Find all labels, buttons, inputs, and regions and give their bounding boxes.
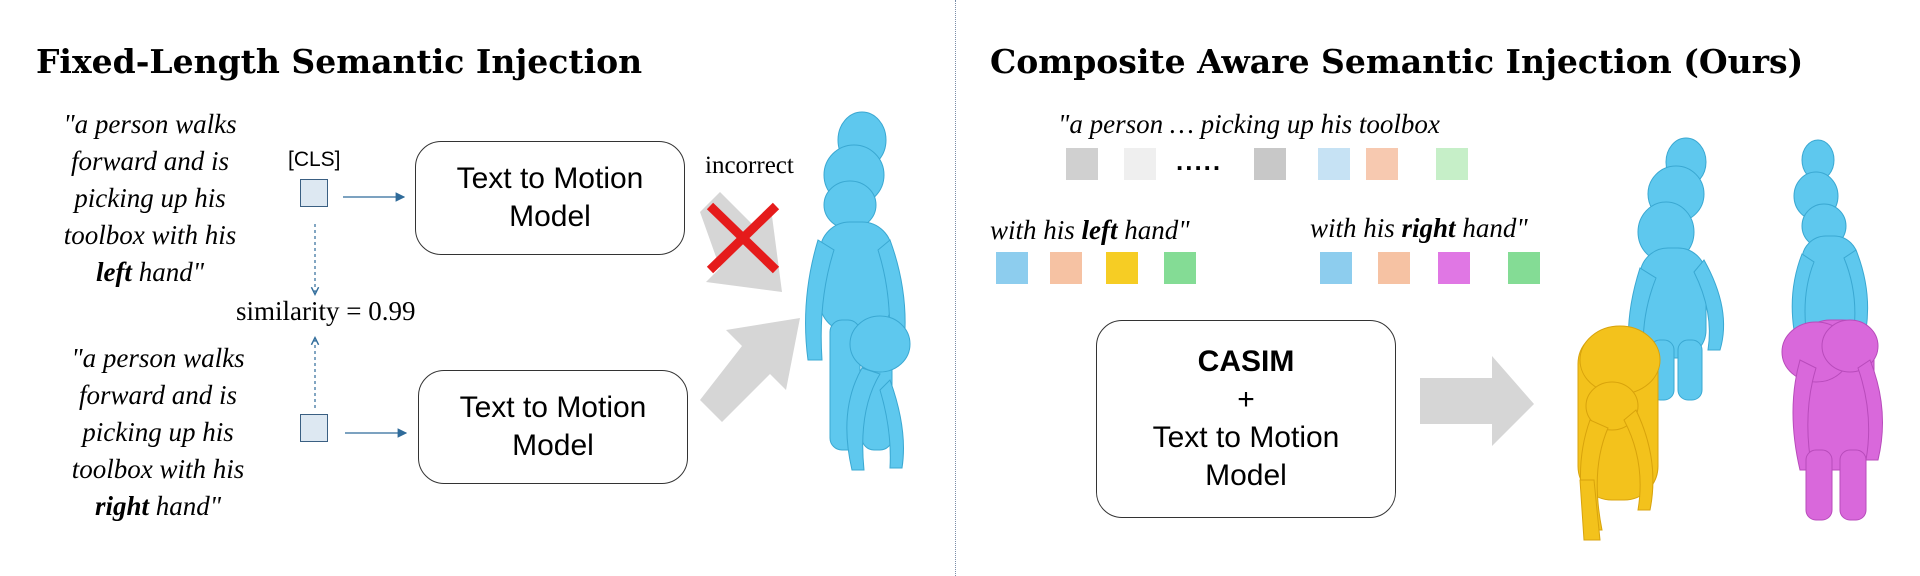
blue-motion-figure-left <box>805 111 911 471</box>
box-top-line: Model <box>509 200 591 233</box>
prompt-left-bold: left <box>1081 215 1118 245</box>
gray-arrow-right <box>1420 356 1534 446</box>
prompt-bottom-line: "a person walks <box>71 343 245 373</box>
prompt-top-bold-word: left <box>95 257 132 287</box>
prompt-bottom-last-line: right hand" <box>28 488 288 525</box>
cross-icon <box>706 202 780 274</box>
token-left <box>1050 252 1082 284</box>
panel-divider <box>955 0 956 576</box>
prompt-bottom-tail: hand" <box>148 491 222 521</box>
right-panel-title: Composite Aware Semantic Injection (Ours… <box>990 42 1804 81</box>
box-top-line: Text to Motion <box>456 162 644 195</box>
box-bottom-line: Model <box>512 429 594 462</box>
token-left <box>1164 252 1196 284</box>
prompt-top-line: "a person walks <box>63 109 237 139</box>
box-bottom-line: Text to Motion <box>459 391 647 424</box>
token-right <box>1438 252 1470 284</box>
incorrect-label: incorrect <box>705 152 794 179</box>
prompt-top-tail: hand" <box>131 257 205 287</box>
prompt-top-line: toolbox with his <box>63 220 237 250</box>
prompt-top-last-line: left hand" <box>20 254 280 291</box>
blue-motion-figure-middle <box>1627 137 1725 401</box>
prompt-right-pre: with his <box>1310 213 1402 243</box>
token-right <box>1378 252 1410 284</box>
casim-box-line: Text to Motion <box>1152 421 1340 454</box>
prompt-bottom-line: toolbox with his <box>71 454 245 484</box>
casim-box-line: Model <box>1205 459 1287 492</box>
token-right <box>1320 252 1352 284</box>
token-main <box>1318 148 1350 180</box>
token-main <box>1254 148 1286 180</box>
prompt-top-line: forward and is <box>70 146 230 176</box>
prompt-right-post: hand" <box>1455 213 1528 243</box>
token-right <box>1508 252 1540 284</box>
left-panel-title: Fixed-Length Semantic Injection <box>36 42 643 81</box>
prompt-left-post: hand" <box>1117 215 1190 245</box>
token-left <box>996 252 1028 284</box>
prompt-top: "a person walks forward and is picking u… <box>20 106 280 291</box>
ellipsis-dots: ..... <box>1176 146 1223 176</box>
left-diagram-graphics <box>0 111 911 471</box>
casim-model-box: CASIM + Text to Motion Model <box>1096 320 1396 518</box>
magenta-motion-figure <box>1781 319 1883 521</box>
prompt-left-hand: with his left hand" <box>990 212 1190 249</box>
prompt-left-pre: with his <box>990 215 1082 245</box>
right-diagram-graphics <box>1420 137 1883 541</box>
token-main <box>1436 148 1468 180</box>
prompt-right-hand: with his right hand" <box>1310 210 1528 247</box>
prompt-bottom-line: forward and is <box>78 380 238 410</box>
similarity-label: similarity = 0.99 <box>236 296 416 326</box>
token-main <box>1366 148 1398 180</box>
cls-token-top <box>300 179 328 207</box>
prompt-top-line: picking up his <box>74 183 226 213</box>
blue-motion-figure-right <box>1791 139 1869 337</box>
cls-label: [CLS] <box>288 148 341 171</box>
cls-token-bottom <box>300 414 328 442</box>
prompt-bottom: "a person walks forward and is picking u… <box>28 340 288 525</box>
prompt-bottom-bold-word: right <box>94 491 149 521</box>
yellow-motion-figure <box>1577 325 1661 541</box>
prompt-right-bold: right <box>1401 213 1456 243</box>
prompt-main: "a person … picking up his toolbox <box>1058 109 1440 139</box>
casim-label: CASIM <box>1197 345 1295 378</box>
token-main <box>1066 148 1098 180</box>
token-left <box>1106 252 1138 284</box>
gray-arrow-bottom <box>700 318 800 422</box>
casim-plus: + <box>1237 383 1255 416</box>
prompt-bottom-line: picking up his <box>82 417 234 447</box>
token-main <box>1124 148 1156 180</box>
